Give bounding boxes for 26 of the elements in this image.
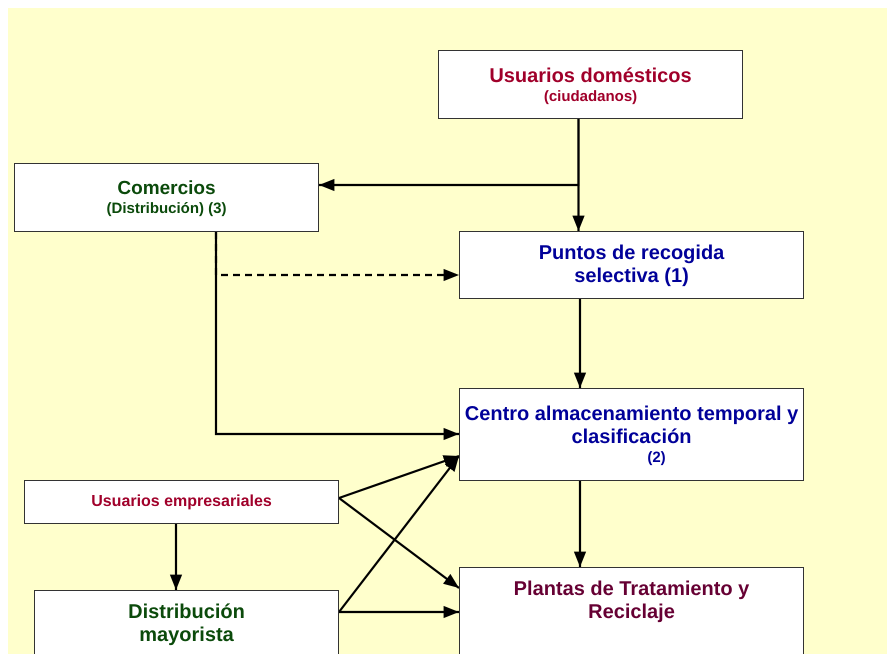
box-title: Usuarios domésticos [489, 64, 692, 88]
process-box [459, 231, 804, 299]
arrow [572, 119, 585, 231]
arrow [338, 454, 460, 500]
process-box [14, 163, 319, 232]
box-title: Plantas de Tratamiento y Reciclaje [512, 578, 750, 624]
arrow [214, 232, 459, 440]
box-title: Distribución mayorista [127, 601, 246, 647]
process-box [459, 388, 804, 481]
box-title: Usuarios empresariales [91, 493, 272, 511]
box-subtitle: (2) [646, 449, 666, 466]
arrow [338, 497, 460, 589]
arrow [574, 299, 586, 388]
box-subtitle: (ciudadanos) [544, 88, 638, 104]
arrow [170, 524, 182, 590]
process-box [24, 480, 339, 524]
process-box [34, 590, 339, 654]
box-title: Puntos de recogida selectiva (1) [538, 242, 726, 288]
process-box [459, 567, 804, 654]
box-subtitle: (Distribución) (3) [106, 200, 226, 217]
box-title: Centro almacenamiento temporal y clasificación [464, 403, 800, 449]
process-box [438, 50, 743, 119]
box-title: Comercios [117, 178, 216, 200]
arrow [574, 481, 586, 567]
arrow [338, 455, 460, 613]
arrow [339, 606, 459, 618]
